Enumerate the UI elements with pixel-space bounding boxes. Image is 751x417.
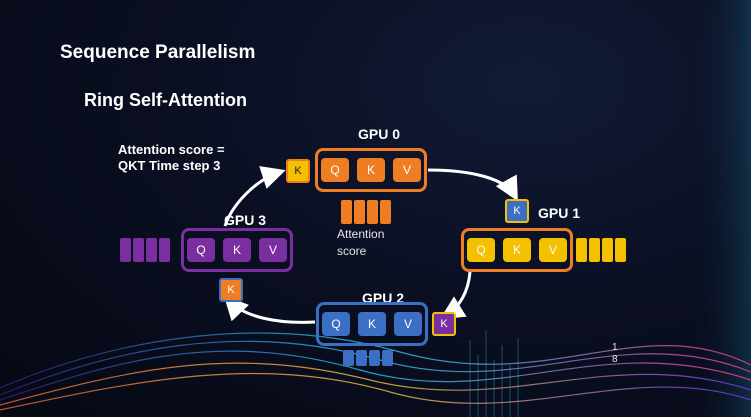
arrow-gpu3-to-gpu0: [223, 166, 286, 227]
gpu-2-incoming-k-token: K: [432, 312, 456, 336]
gpu-2-v-cell: V: [394, 312, 422, 336]
arrow-gpu2-to-gpu3: [223, 295, 316, 324]
slide-title: Sequence Parallelism: [60, 42, 256, 63]
gpu-1-attention-bars: [576, 238, 626, 262]
gpu-0-incoming-k-token: K: [286, 159, 310, 183]
gpu-0-v-cell: V: [393, 158, 421, 182]
gpu-1-q-cell: Q: [467, 238, 495, 262]
gpu-3-label: GPU 3: [224, 212, 267, 228]
gpu-1-incoming-k-token: K: [505, 199, 529, 223]
gpu-3-q-cell: Q: [187, 238, 215, 262]
gpu-2-box: Q K V: [316, 302, 428, 346]
gpu-2-q-cell: Q: [322, 312, 350, 336]
gpu-1-k-cell: K: [503, 238, 531, 262]
gpu-3-attention-bars: [120, 238, 170, 262]
arrow-gpu0-to-gpu1: [427, 168, 518, 202]
gpu-2-attention-bars: [343, 350, 393, 366]
gpu-1-box: Q K V: [461, 228, 573, 272]
slide-subtitle: Ring Self-Attention: [84, 90, 247, 110]
arrow-gpu1-to-gpu2: [439, 271, 472, 320]
gpu-1-v-cell: V: [539, 238, 567, 262]
attention-note: Attention score = QKT Time step 3: [118, 142, 225, 173]
page-number: 18: [612, 342, 618, 365]
gpu-3-box: Q K V: [181, 228, 293, 272]
gpu-2-k-cell: K: [358, 312, 386, 336]
gpu-3-incoming-k-token: K: [219, 278, 243, 302]
gpu-1-label: GPU 1: [538, 205, 581, 221]
attention-score-label: Attention score: [337, 227, 385, 258]
gpu-0-k-cell: K: [357, 158, 385, 182]
gpu-3-v-cell: V: [259, 238, 287, 262]
gpu-3-k-cell: K: [223, 238, 251, 262]
gpu-0-q-cell: Q: [321, 158, 349, 182]
gpu-0-attention-bars: [341, 200, 391, 224]
gpu-0-label: GPU 0: [358, 126, 401, 142]
gpu-0-box: Q K V: [315, 148, 427, 192]
